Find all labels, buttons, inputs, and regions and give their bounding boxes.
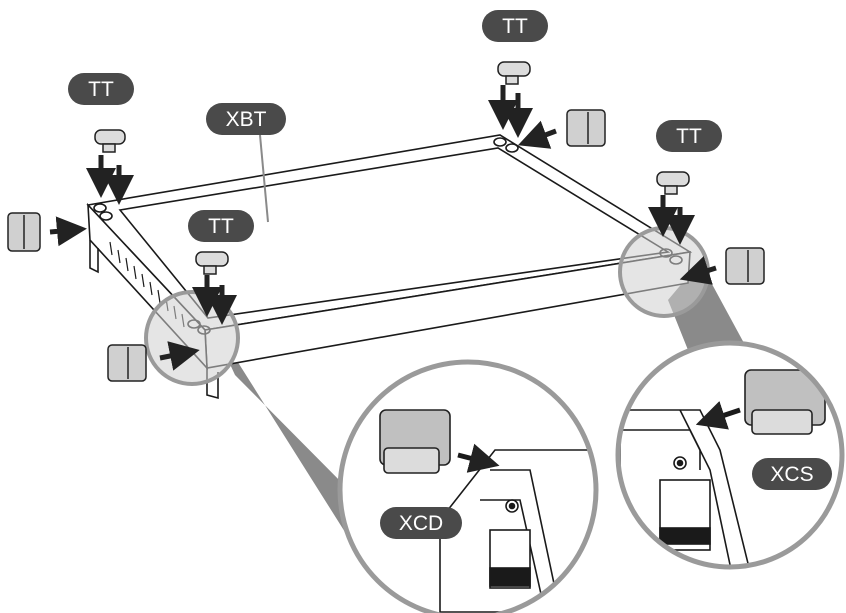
cap-tt-center-icon [195, 251, 229, 275]
frame [86, 134, 693, 400]
label-tt-center: TT [188, 210, 254, 242]
label-tt-left: TT [68, 73, 134, 105]
corner-bracket-top-icon [566, 109, 606, 147]
cap-tt-right-icon [656, 171, 690, 195]
svg-text:XCS: XCS [770, 463, 813, 486]
svg-text:XBT: XBT [226, 108, 267, 131]
svg-text:TT: TT [502, 15, 528, 38]
svg-text:TT: TT [208, 215, 234, 238]
label-tt-right: TT [656, 120, 722, 152]
corner-bracket-left-icon [7, 212, 41, 252]
assembly-arrows [49, 85, 717, 371]
label-xbt: XBT [206, 103, 286, 135]
corner-bracket-front-icon [107, 344, 147, 382]
label-xcd: XCD [380, 507, 462, 539]
label-tt-top: TT [482, 10, 548, 42]
label-xcs: XCS [752, 458, 832, 490]
cap-tt-left-icon [94, 129, 126, 153]
svg-text:TT: TT [88, 78, 114, 101]
svg-text:TT: TT [676, 125, 702, 148]
corner-bracket-right-icon [725, 247, 765, 285]
cap-tt-top-icon [497, 61, 531, 85]
xbt-leader-line [259, 134, 269, 223]
magnifier-right-corner [618, 226, 710, 318]
svg-text:XCD: XCD [399, 512, 443, 535]
